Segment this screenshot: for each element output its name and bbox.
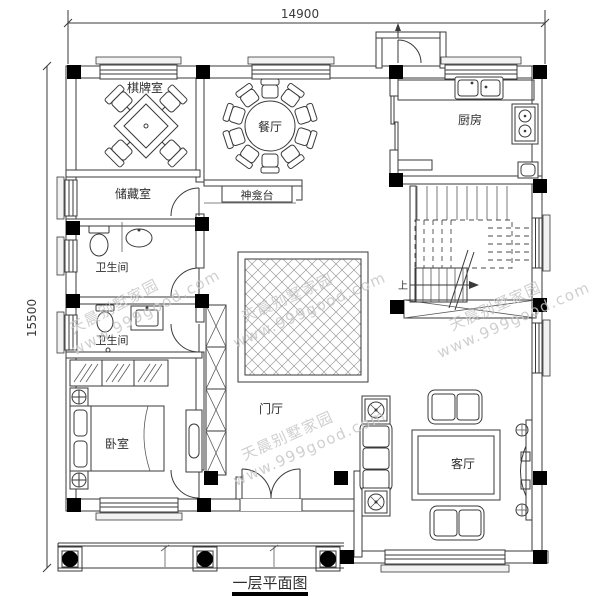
stove [511,103,539,145]
rear-entry-door [395,23,422,64]
dining-table [244,100,296,152]
dimension-width-value: 14900 [281,7,319,21]
tv-unit [515,419,533,521]
drawing-title: 一层平面图 [232,574,308,596]
drawing-title-text: 一层平面图 [232,574,307,592]
plant-stand [361,487,391,517]
window [440,56,522,80]
nightstand-lamp [69,387,89,407]
bed [69,405,165,472]
bathroom1-door [170,267,200,297]
porch [57,542,344,572]
dining-label: 餐厅 [258,119,282,134]
room-labels: 棋牌室 储藏室 餐厅 神龛台 厨房 卫生间 卫生间 卧室 门厅 客厅 [96,80,483,471]
x-hatch-partition [205,304,227,476]
stair-up-arrow: 上 [398,280,479,292]
dining-table-set [222,78,318,174]
kitchen-sink [454,76,504,100]
bedroom-door [170,469,200,499]
window [531,319,551,377]
entry-double-door [239,468,303,511]
doors [170,23,422,511]
kitchen-corner-unit [517,161,539,179]
foyer-label: 门厅 [259,401,283,416]
window [95,56,182,80]
sofa-two-seat [429,505,485,541]
window [95,497,183,521]
bathroom2-label: 卫生间 [96,333,129,347]
porch-tick-marks [160,544,279,567]
window [380,549,510,573]
porch-column [315,546,341,572]
plant-stand [361,395,391,425]
bathroom2-fixtures [95,304,164,353]
bathroom2-door [170,323,200,353]
dimension-top: 14900 [63,7,550,64]
kitchen-fixtures [397,76,539,179]
window [247,56,335,80]
vestibule [375,31,447,69]
kitchen-sliding-door [390,95,399,151]
kitchen-label: 厨房 [458,112,482,127]
shrine-table [221,185,293,203]
bedroom-label: 卧室 [105,436,129,451]
title-underline [232,592,308,596]
mahjong-table [104,84,188,168]
window [56,236,78,276]
window [56,311,78,354]
porch-column [57,546,83,572]
dimension-left: 15500 [25,61,52,573]
porch-column [192,546,218,572]
nightstand-lamp [69,470,89,490]
living-room-furniture [359,389,533,541]
window [56,176,78,220]
window [531,214,551,272]
watermark: 天晨别墅家园 www.999good.com [434,278,593,362]
structural-columns [66,65,547,564]
sofa-two-seat [427,389,483,425]
windows [56,56,551,573]
dimension-height-value: 15500 [25,299,39,337]
bathroom1-fixtures [88,222,153,257]
shrine-label: 神龛台 [241,188,274,202]
chess-room-label: 棋牌室 [127,80,163,95]
living-room-label: 客厅 [451,456,475,471]
coffee-table [411,429,501,501]
bedroom-furniture [69,359,203,490]
foyer-floor-medallion [237,251,369,383]
bathroom1-label: 卫生间 [96,260,129,274]
wardrobe [69,359,169,387]
storage-door [170,187,200,217]
stair-up-label: 上 [398,280,408,292]
staircase: 上 [398,186,532,311]
bedroom-cabinet [185,409,203,473]
kitchen-cabinet [397,159,433,171]
storage-label: 储藏室 [115,186,151,201]
